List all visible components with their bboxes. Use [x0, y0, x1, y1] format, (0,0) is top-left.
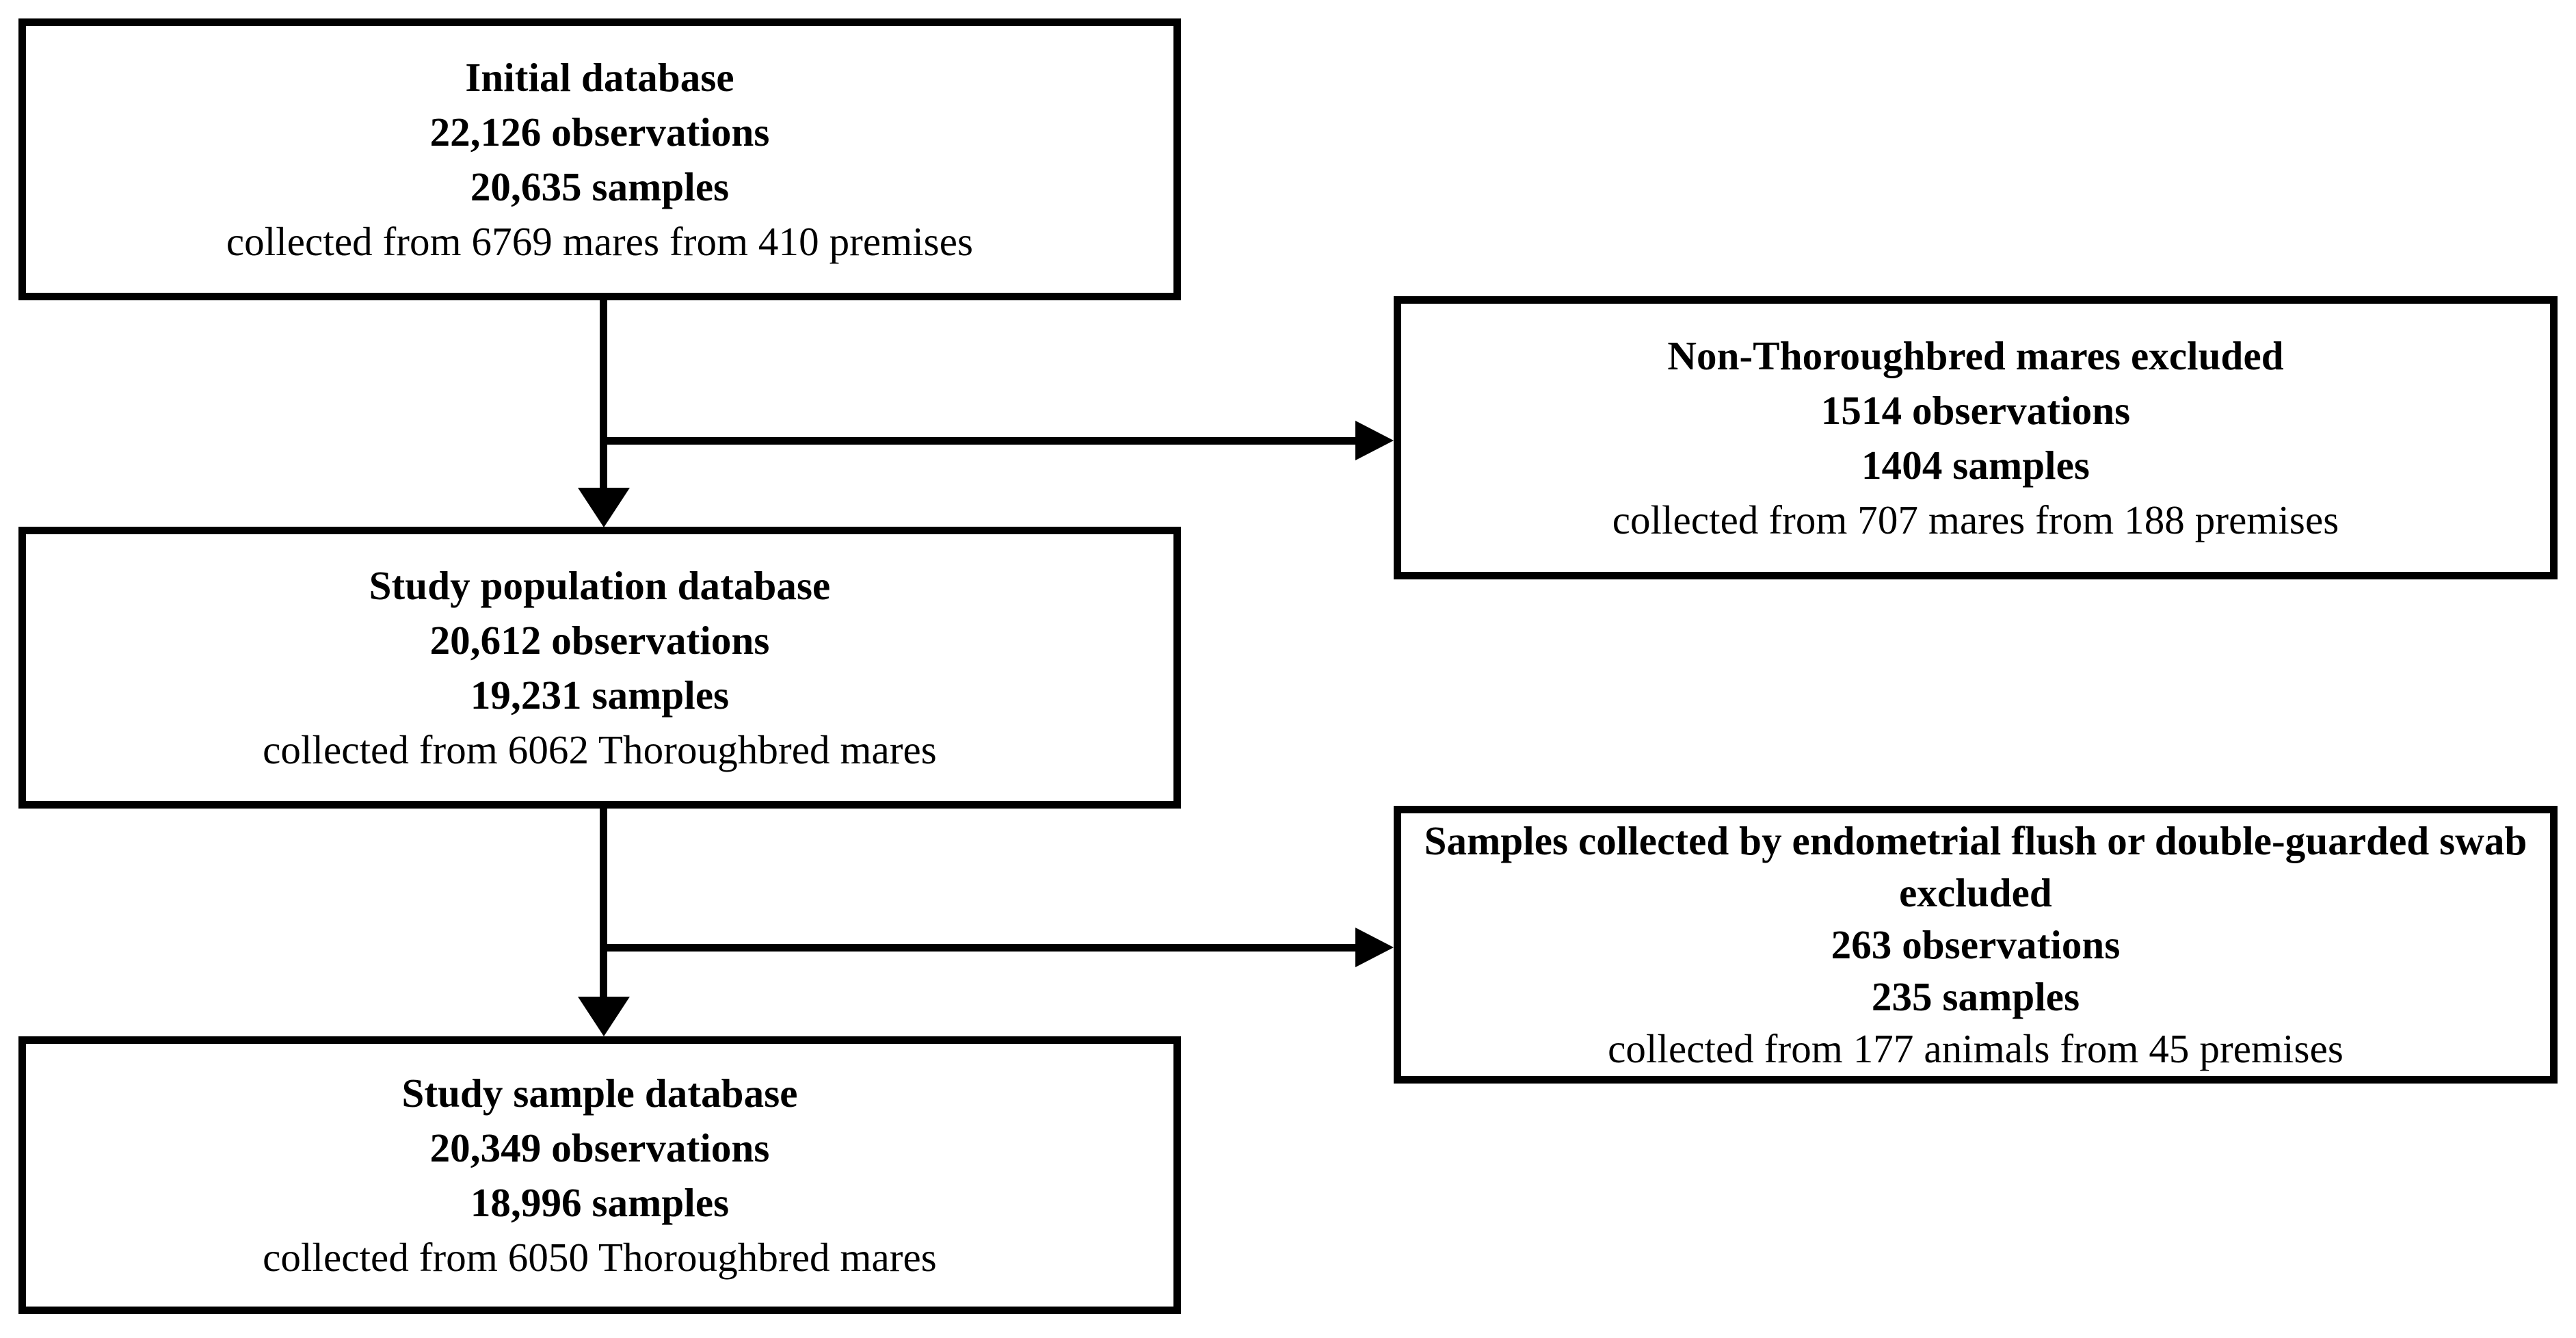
arrow-down-icon — [578, 488, 630, 527]
node-line-title: Samples collected by endometrial flush o… — [1424, 818, 2527, 915]
arrow-right-icon — [1355, 421, 1394, 460]
node-line-title: Initial database — [465, 55, 734, 100]
node-line-observations: 20,612 observations — [429, 618, 770, 663]
node-line-samples: 235 samples — [1871, 974, 2080, 1019]
node-line-observations: 1514 observations — [1820, 388, 2131, 433]
node-line-collected-from: collected from 6769 mares from 410 premi… — [226, 219, 974, 264]
node-line-title: Non-Thoroughbred mares excluded — [1667, 333, 2284, 378]
node-line-title: Study population database — [369, 563, 831, 608]
node-line-observations: 263 observations — [1831, 922, 2121, 967]
node-line-collected-from: collected from 707 mares from 188 premis… — [1612, 497, 2339, 542]
flow-node-excluded-non-thoroughbred: Non-Thoroughbred mares excluded 1514 obs… — [1394, 296, 2558, 579]
flow-node-initial-database: Initial database 22,126 observations 20,… — [18, 18, 1181, 300]
connector-vertical-stem — [600, 296, 607, 489]
node-line-samples: 20,635 samples — [470, 164, 730, 209]
node-line-observations: 20,349 observations — [429, 1125, 770, 1170]
node-line-collected-from: collected from 177 animals from 45 premi… — [1608, 1026, 2343, 1071]
flow-node-study-sample-database: Study sample database 20,349 observation… — [18, 1036, 1181, 1314]
node-line-title: Study sample database — [401, 1071, 798, 1116]
arrow-right-icon — [1355, 928, 1394, 967]
arrow-down-icon — [578, 997, 630, 1036]
node-line-samples: 1404 samples — [1861, 443, 2090, 488]
node-line-samples: 18,996 samples — [470, 1180, 730, 1225]
flow-node-study-population-database: Study population database 20,612 observa… — [18, 527, 1181, 809]
flow-node-excluded-flush-swab: Samples collected by endometrial flush o… — [1394, 806, 2558, 1084]
node-line-samples: 19,231 samples — [470, 672, 730, 718]
connector-horizontal-stem — [605, 944, 1355, 952]
node-line-collected-from: collected from 6050 Thoroughbred mares — [263, 1235, 937, 1280]
node-line-observations: 22,126 observations — [429, 109, 770, 155]
node-line-collected-from: collected from 6062 Thoroughbred mares — [263, 727, 937, 772]
connector-vertical-stem — [600, 806, 607, 997]
connector-horizontal-stem — [605, 437, 1355, 445]
